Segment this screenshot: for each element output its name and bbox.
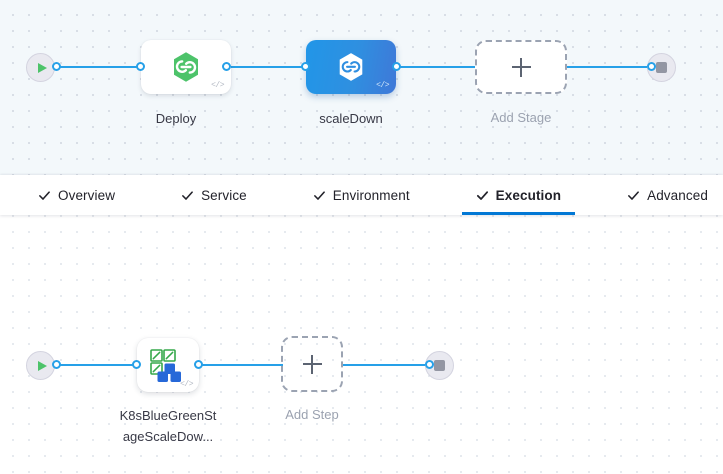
tab-label-advanced: Advanced: [647, 187, 708, 203]
wire-addstep-to-end: [342, 364, 429, 366]
port-deploy-out[interactable]: [222, 62, 231, 71]
tab-execution[interactable]: Execution: [461, 175, 576, 215]
kubernetes-step-icon: [150, 348, 181, 382]
stage-config-tabbar: Overview Service Environment Execution: [0, 175, 723, 215]
code-badge-deploy: </>: [211, 81, 224, 90]
step-label-line1: K8sBlueGreenSt: [119, 408, 217, 423]
port-exec-start-out[interactable]: [52, 360, 61, 369]
check-icon: [38, 189, 51, 202]
wire-addstage-to-end: [564, 66, 652, 68]
add-step-label: Add Step: [285, 407, 339, 422]
code-badge-scaledown: </>: [376, 81, 389, 90]
port-deploy-in[interactable]: [136, 62, 145, 71]
port-scaledown-in[interactable]: [301, 62, 310, 71]
add-stage-label: Add Stage: [490, 110, 552, 125]
port-exec-end-in[interactable]: [425, 360, 434, 369]
wire-step-to-addstep: [197, 364, 283, 366]
tab-environment[interactable]: Environment: [299, 175, 424, 215]
stage-node-deploy[interactable]: </>: [141, 40, 231, 94]
stage-label-scaledown: scaleDown: [319, 111, 383, 126]
tab-label-environment: Environment: [332, 187, 410, 203]
check-icon: [627, 189, 640, 202]
step-node-k8s-bluegreen-scaledown[interactable]: </>: [137, 338, 199, 392]
harness-hexagon-green-icon: [174, 52, 198, 82]
wire-scaledown-to-addstage: [395, 66, 485, 68]
tab-label-service: Service: [201, 187, 247, 203]
add-stage-button[interactable]: [475, 40, 567, 94]
step-label-k8s: K8sBlueGreenSt ageScaleDow...: [108, 405, 228, 447]
stage-graph-canvas[interactable]: </> Deploy </> scaleDown Add Stage: [0, 0, 723, 175]
port-end-in[interactable]: [647, 62, 656, 71]
check-icon: [313, 189, 326, 202]
check-icon: [476, 189, 489, 202]
plus-icon: [302, 354, 322, 374]
port-scaledown-out[interactable]: [392, 62, 401, 71]
pipeline-start-node[interactable]: [26, 53, 55, 82]
add-step-button[interactable]: [281, 336, 343, 392]
stage-node-scaledown[interactable]: </>: [306, 40, 396, 94]
code-badge-step: </>: [180, 380, 193, 389]
execution-graph-canvas[interactable]: </> K8sBlueGreenSt ageScaleDow... Add St…: [0, 215, 723, 474]
port-step-out[interactable]: [194, 360, 203, 369]
stage-label-deploy: Deploy: [155, 111, 197, 126]
wire-start-to-step: [55, 364, 143, 366]
tab-overview[interactable]: Overview: [24, 175, 129, 215]
tab-advanced[interactable]: Advanced: [613, 175, 722, 215]
check-icon: [181, 189, 194, 202]
execution-start-node[interactable]: [26, 351, 55, 380]
wire-start-to-deploy: [55, 66, 141, 68]
stop-icon: [656, 62, 667, 73]
stop-icon: [434, 360, 445, 371]
port-start-out[interactable]: [52, 62, 61, 71]
tab-service[interactable]: Service: [167, 175, 261, 215]
plus-icon: [511, 57, 531, 77]
tab-label-execution: Execution: [495, 187, 562, 203]
port-step-in[interactable]: [132, 360, 141, 369]
play-icon: [37, 62, 47, 73]
harness-hexagon-white-icon: [339, 53, 363, 81]
step-label-line2: ageScaleDow...: [122, 429, 214, 444]
wire-deploy-to-scaledown: [225, 66, 306, 68]
tab-label-overview: Overview: [58, 187, 116, 203]
play-icon: [37, 360, 47, 371]
